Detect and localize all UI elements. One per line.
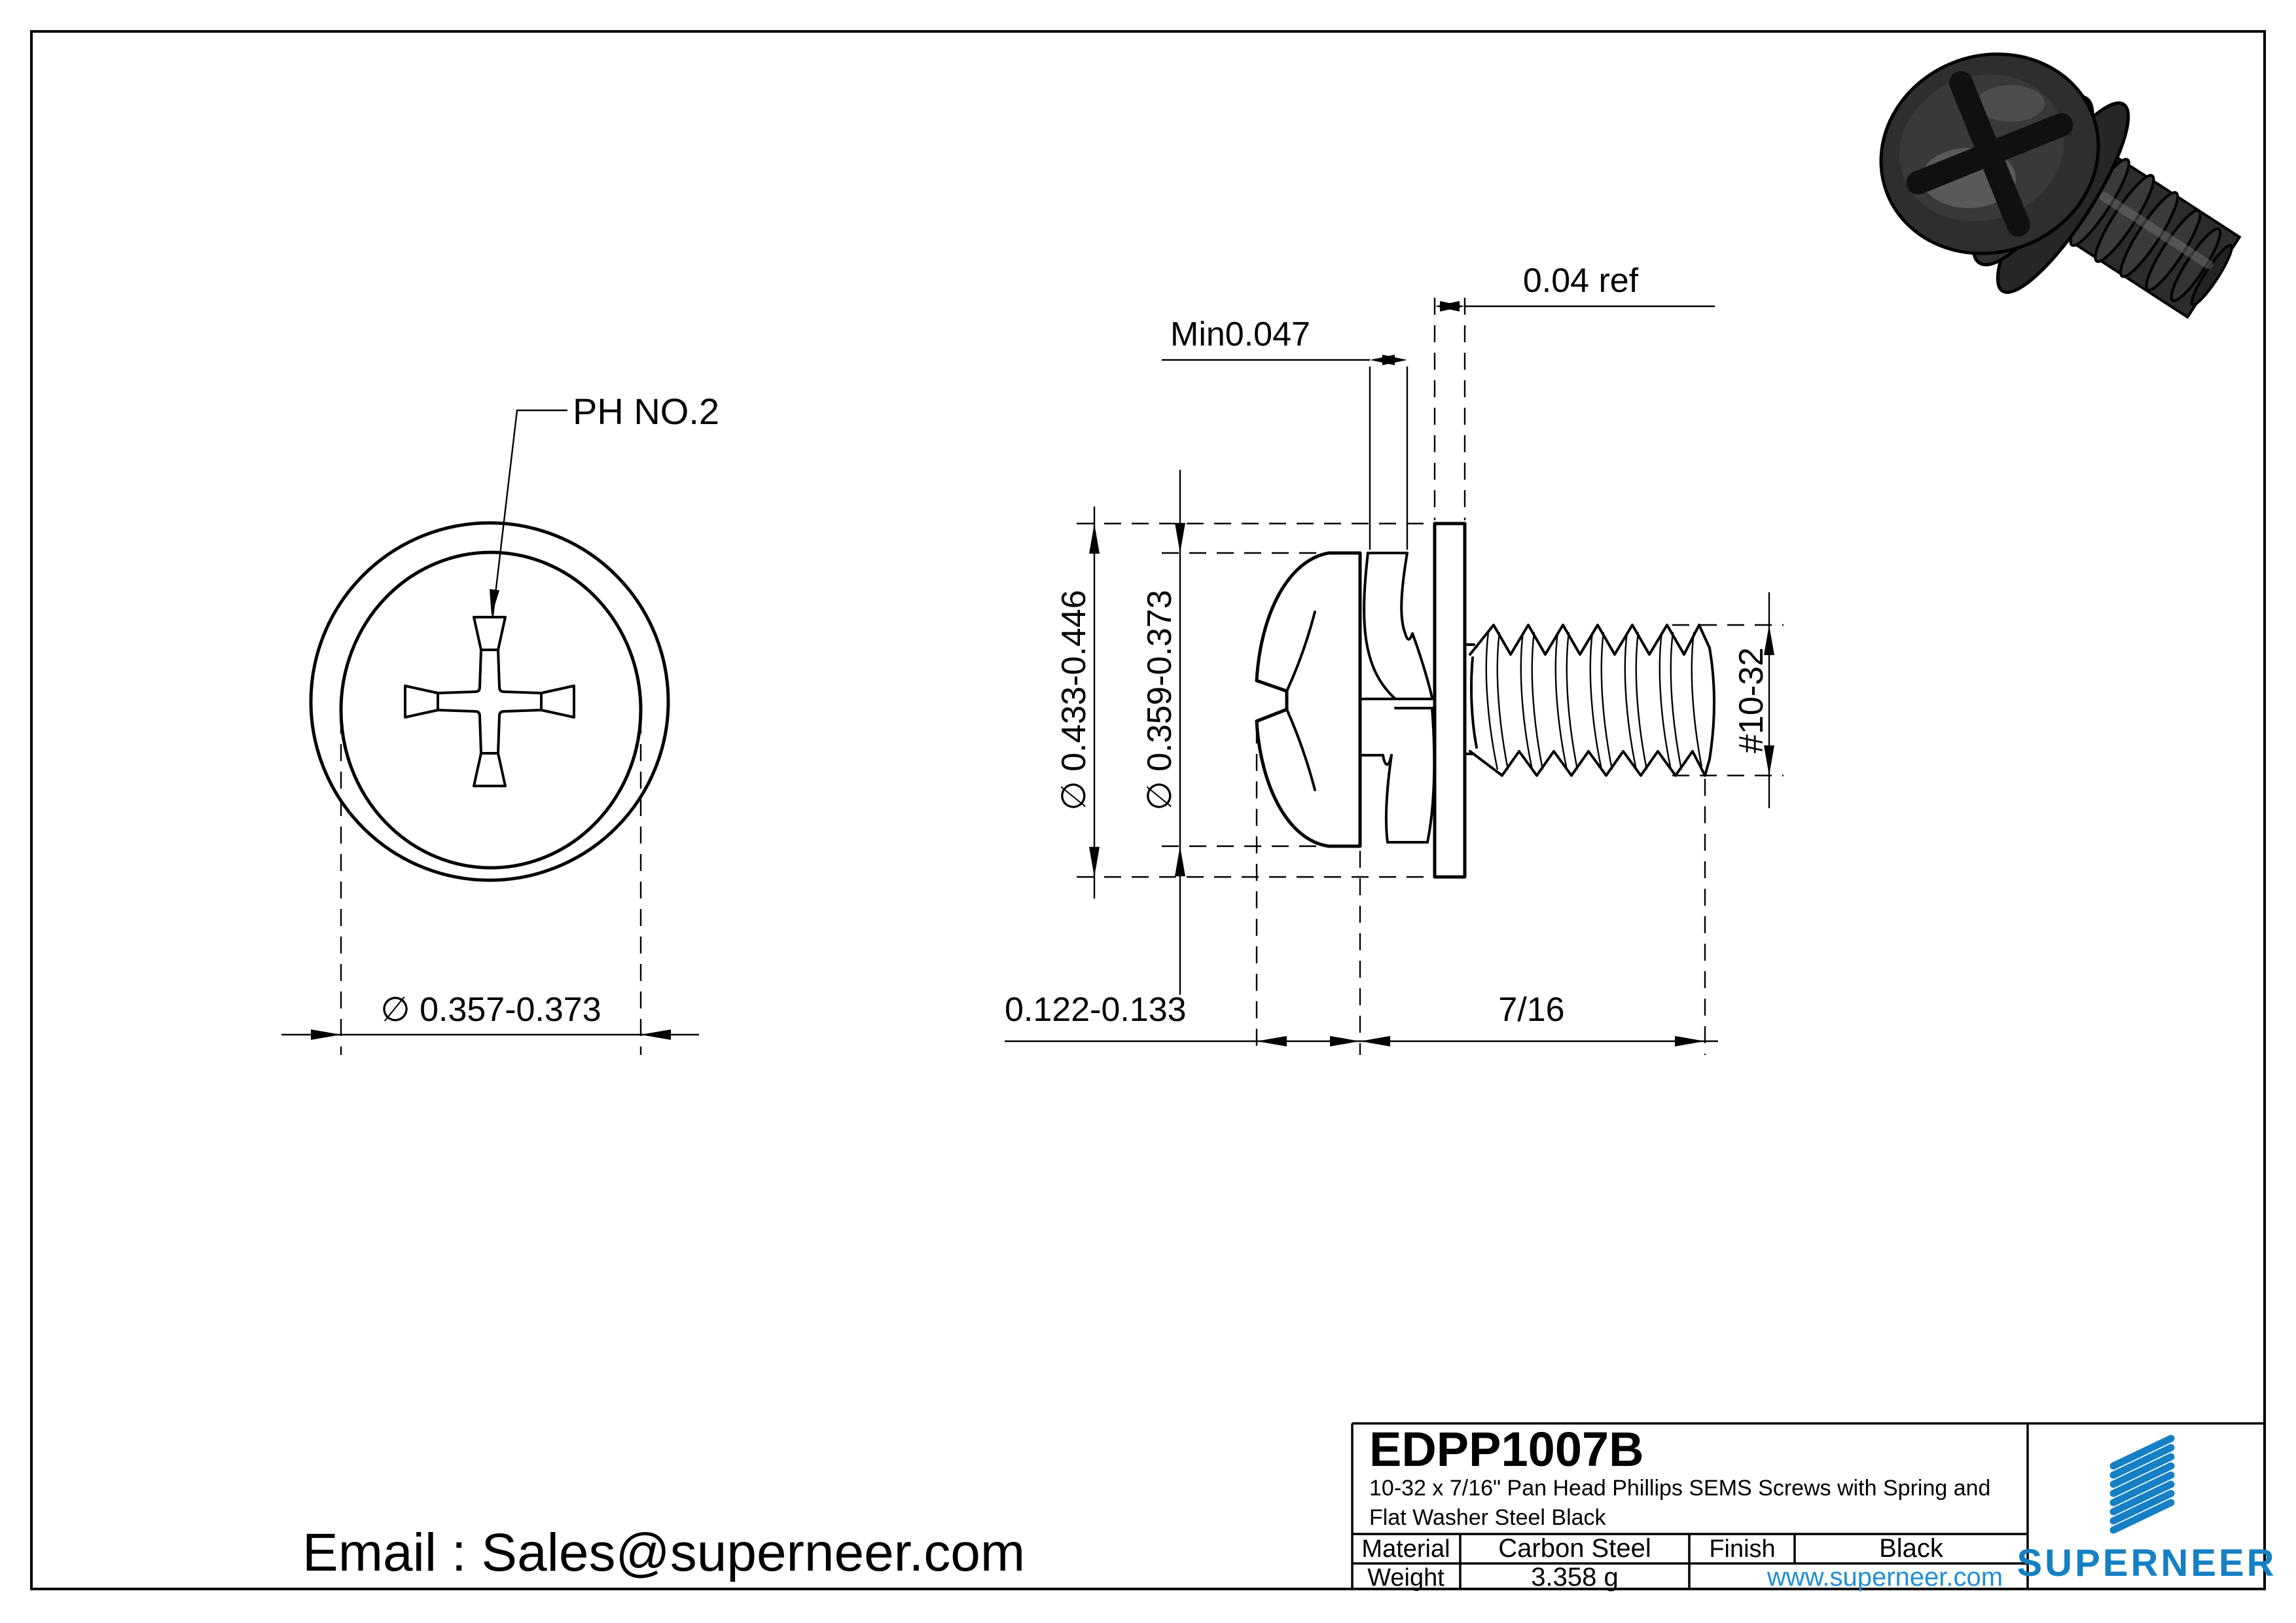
finish-value: Black (1879, 1534, 1944, 1563)
extension-lines (1077, 298, 1784, 1055)
pan-head-outline (1255, 551, 1362, 848)
recess-wall-lines (1285, 611, 1316, 791)
phillips-cross-icon (404, 616, 575, 787)
drawing-border (30, 30, 2266, 1590)
washer-od-dim: ∅ 0.433-0.446 (1055, 590, 1093, 810)
head-diameter-dim: ∅ 0.357-0.373 (380, 991, 601, 1029)
part-description-line1: 10-32 x 7/16" Pan Head Phillips SEMS Scr… (1369, 1476, 1990, 1501)
leader-arrowhead-icon (490, 589, 499, 616)
head-od-dim: ∅ 0.359-0.373 (1141, 590, 1179, 810)
website-link[interactable]: www.superneer.com (1767, 1563, 2003, 1592)
thread-spec-dim: #10-32 (1732, 647, 1770, 753)
finish-label: Finish (1709, 1535, 1775, 1563)
thread-profile (1469, 624, 1715, 777)
phillips-callout-label: PH NO.2 (573, 391, 719, 432)
side-view: ∅ 0.433-0.446 ∅ 0.359-0.373 Min0.047 0.0… (1005, 262, 1784, 1055)
email-contact: Email : Sales@superneer.com (302, 1523, 1025, 1582)
head-height-dim: 0.122-0.133 (1005, 991, 1187, 1029)
washer-outer-circle (309, 521, 670, 882)
part-description-line2: Flat Washer Steel Black (1369, 1505, 1607, 1530)
thread-length-dim: 7/16 (1498, 991, 1564, 1029)
weight-label: Weight (1367, 1564, 1444, 1592)
head-outer-circle (339, 550, 643, 870)
front-view: PH NO.2 ∅ 0.357-0.373 (281, 391, 719, 1055)
weight-value: 3.358 g (1531, 1563, 1618, 1592)
part-number: EDPP1007B (1369, 1422, 1644, 1476)
screw-3d-render (1879, 52, 2242, 319)
superneer-logo-icon (2109, 1435, 2175, 1534)
material-value: Carbon Steel (1498, 1534, 1651, 1563)
dim-arrowhead-icon (641, 1029, 671, 1040)
flat-washer (1433, 522, 1467, 879)
title-block: EDPP1007B 10-32 x 7/16" Pan Head Phillip… (1351, 1422, 2277, 1592)
dim-arrowhead-icon (311, 1029, 341, 1040)
brand-name: SUPERNEER (2017, 1542, 2277, 1584)
spring-min-dim: Min0.047 (1170, 315, 1310, 353)
washer-ref-dim: 0.04 ref (1523, 262, 1639, 300)
callout-leader-line (492, 409, 567, 616)
phillips-3d-cross-icon (1906, 71, 2073, 237)
material-label: Material (1361, 1535, 1450, 1563)
